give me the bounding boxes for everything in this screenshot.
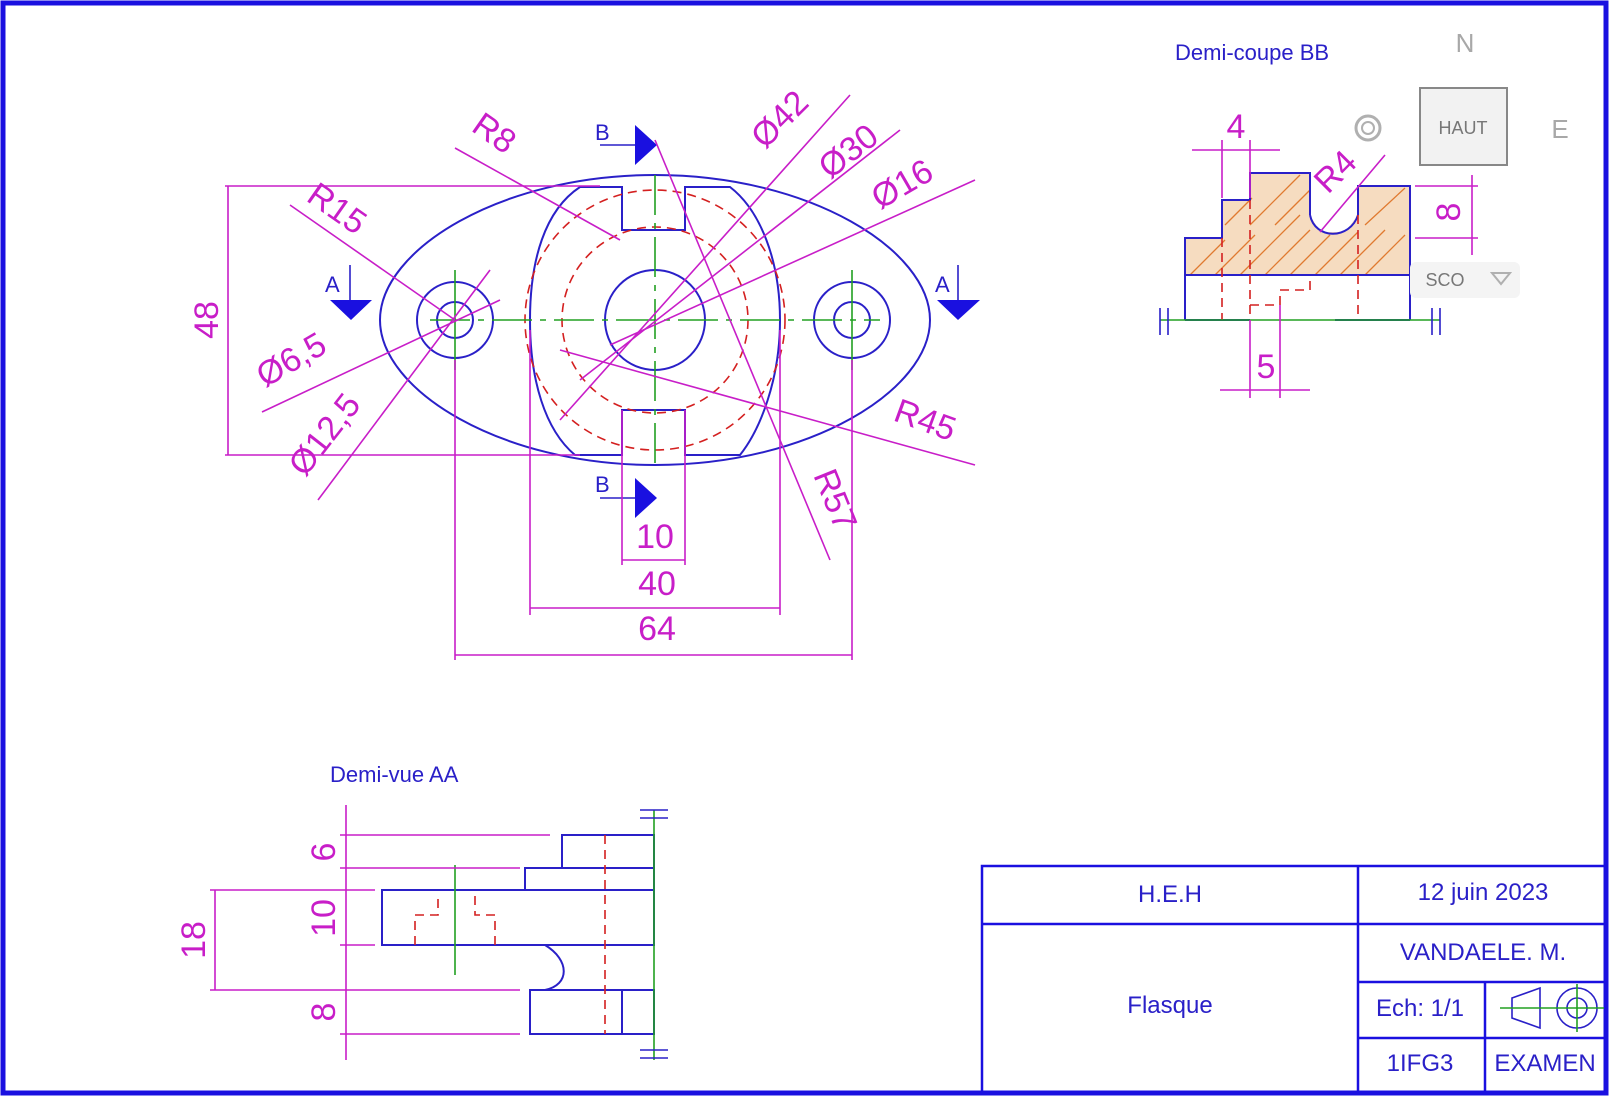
dim-h48: 48 xyxy=(188,301,226,339)
title-block-doc-type: EXAMEN xyxy=(1494,1050,1595,1077)
dim-bb-5: 5 xyxy=(1257,348,1276,386)
section-label-b-top: B xyxy=(595,120,610,145)
section-hatch-area xyxy=(1185,173,1410,275)
viewcube-north[interactable]: N xyxy=(1456,28,1475,58)
dim-aa-6: 6 xyxy=(305,843,343,862)
first-angle-projection-icon xyxy=(1500,984,1604,1032)
section-outline xyxy=(1184,172,1311,320)
section-label-a-right: A xyxy=(935,272,950,297)
hatch-lines xyxy=(1189,174,1406,276)
viewcube-face[interactable] xyxy=(1419,87,1508,166)
dim-aa-10: 10 xyxy=(305,899,343,937)
flange-outline xyxy=(378,173,932,467)
title-block-class: 1IFG3 xyxy=(1387,1050,1454,1077)
title-block-designer: VANDAELE. M. xyxy=(1400,939,1566,966)
dim-r57: R57 xyxy=(806,464,865,536)
title-block: H.E.H 12 juin 2023 Flasque VANDAELE. M. … xyxy=(980,864,1608,1095)
dim-w64: 64 xyxy=(638,610,676,648)
dim-r8: R8 xyxy=(465,105,522,161)
section-arrow-a-right xyxy=(937,300,980,320)
dim-aa-8: 8 xyxy=(305,1003,343,1022)
dim-bb-r4: R4 xyxy=(1307,143,1365,201)
title-block-author: H.E.H xyxy=(1138,881,1202,908)
title-block-part-name: Flasque xyxy=(1127,992,1212,1019)
compass-ring-icon[interactable] xyxy=(1354,114,1382,142)
view-aa-title: Demi-vue AA xyxy=(330,762,459,787)
section-arrow-b-top xyxy=(635,125,657,165)
viewcube-east[interactable]: E xyxy=(1551,114,1568,144)
dim-w40: 40 xyxy=(638,565,676,603)
dim-d16: Ø16 xyxy=(865,152,940,217)
title-block-scale: Ech: 1/1 xyxy=(1376,995,1464,1022)
section-arrow-b-bottom xyxy=(635,478,657,518)
ucs-label[interactable]: SCO xyxy=(1425,270,1464,290)
title-block-date: 12 juin 2023 xyxy=(1418,879,1549,906)
dim-r45: R45 xyxy=(889,392,961,449)
half-section-bb: Demi-coupe BB xyxy=(1159,40,1478,398)
boss-outline xyxy=(528,186,782,456)
half-view-aa: Demi-vue AA 6 10 18 8 xyxy=(175,762,668,1060)
section-label-a-left: A xyxy=(325,272,340,297)
dim-d12-5: Ø12,5 xyxy=(281,387,368,483)
dim-aa-18: 18 xyxy=(175,921,213,959)
section-arrow-a-left xyxy=(330,300,372,320)
dim-bb-8: 8 xyxy=(1430,203,1468,222)
section-bb-title: Demi-coupe BB xyxy=(1175,40,1329,65)
ucs-dropdown[interactable] xyxy=(1410,262,1520,298)
viewcube[interactable]: N HAUT E SCO xyxy=(1354,28,1569,298)
viewcube-face-label[interactable]: HAUT xyxy=(1439,118,1488,138)
dim-d30: Ø30 xyxy=(812,117,886,187)
top-view: A A B B 48 64 40 10 R8 R15 xyxy=(188,83,980,660)
chevron-down-icon[interactable] xyxy=(1489,272,1513,286)
dim-w10: 10 xyxy=(636,518,674,556)
section-label-b-bottom: B xyxy=(595,472,610,497)
dim-bb-4: 4 xyxy=(1227,108,1246,146)
